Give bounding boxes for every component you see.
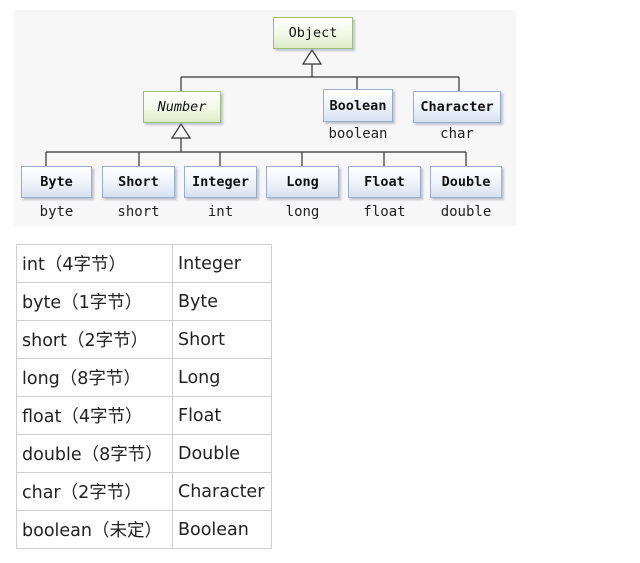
table-row: long（8字节） Long xyxy=(16,358,272,397)
wrapper-class-cell: Long xyxy=(172,358,272,397)
int-primitive-label: int xyxy=(207,204,234,220)
double-primitive-label: double xyxy=(440,204,492,220)
table-row: byte（1字节） Byte xyxy=(16,282,272,321)
integer-class-box: Integer xyxy=(184,166,257,198)
primitive-size-cell: short（2字节） xyxy=(16,320,173,359)
wrapper-class-cell: Short xyxy=(172,320,272,359)
wrapper-class-cell: Float xyxy=(172,396,272,435)
table-row: short（2字节） Short xyxy=(16,320,272,359)
primitive-size-cell: float（4字节） xyxy=(16,396,173,435)
primitive-size-cell: char（2字节） xyxy=(16,472,173,511)
short-class-box: Short xyxy=(102,166,175,198)
long-primitive-label: long xyxy=(285,204,320,220)
object-class-box: Object xyxy=(273,17,353,49)
primitive-size-cell: byte（1字节） xyxy=(16,282,173,321)
primitive-size-cell: long（8字节） xyxy=(16,358,173,397)
table-row: char（2字节） Character xyxy=(16,472,272,511)
table-row: float（4字节） Float xyxy=(16,396,272,435)
boolean-primitive-label: boolean xyxy=(328,126,388,142)
table-row: int（4字节） Integer xyxy=(16,244,272,283)
character-class-box: Character xyxy=(413,91,501,123)
primitive-size-cell: boolean（未定） xyxy=(16,510,173,549)
char-primitive-label: char xyxy=(440,126,474,142)
number-class-box: Number xyxy=(143,91,221,123)
float-primitive-label: float xyxy=(363,204,406,220)
double-class-box: Double xyxy=(430,166,502,198)
wrapper-class-cell: Character xyxy=(172,472,272,511)
inheritance-arrow-number xyxy=(170,122,192,139)
float-class-box: Float xyxy=(348,166,421,198)
wrapper-class-cell: Integer xyxy=(172,244,272,283)
short-primitive-label: short xyxy=(117,204,160,220)
table-row: double（8字节） Double xyxy=(16,434,272,473)
primitive-size-cell: double（8字节） xyxy=(16,434,173,473)
byte-class-box: Byte xyxy=(21,166,92,198)
byte-primitive-label: byte xyxy=(39,204,74,220)
wrapper-class-cell: Boolean xyxy=(172,510,272,549)
primitive-wrapper-table: int（4字节） Integer byte（1字节） Byte short（2字… xyxy=(16,244,272,549)
long-class-box: Long xyxy=(266,166,339,198)
primitive-size-cell: int（4字节） xyxy=(16,244,173,283)
inheritance-arrow-object xyxy=(301,48,323,65)
wrapper-class-cell: Byte xyxy=(172,282,272,321)
table-row: boolean（未定） Boolean xyxy=(16,510,272,549)
wrapper-class-cell: Double xyxy=(172,434,272,473)
boolean-class-box: Boolean xyxy=(323,89,393,122)
